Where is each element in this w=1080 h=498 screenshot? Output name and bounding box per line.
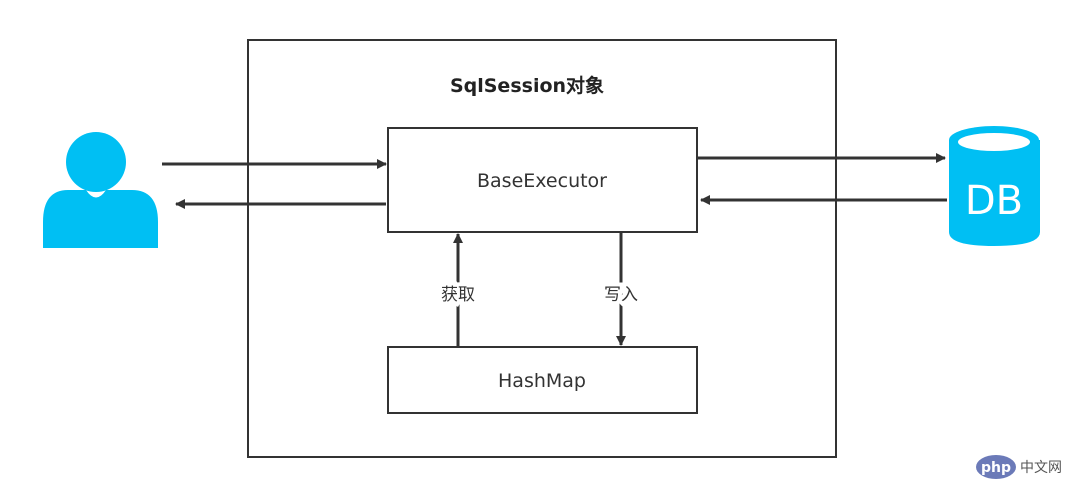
hashmap-box [387,346,698,414]
user-icon [43,132,158,248]
container-title: SqlSession对象 [450,74,604,97]
edge-read-label: 获取 [441,285,475,305]
sqlsession-container [247,39,837,458]
executor-box [387,127,698,233]
database-icon: DB [949,126,1040,246]
hashmap-label: HashMap [498,370,586,392]
edge-write-label: 写入 [604,285,638,305]
watermark-text: 中文网 [1020,460,1062,476]
executor-label: BaseExecutor [477,170,607,192]
database-label: DB [965,178,1023,224]
watermark-badge: php [981,460,1011,476]
watermark: php 中文网 [976,455,1062,479]
